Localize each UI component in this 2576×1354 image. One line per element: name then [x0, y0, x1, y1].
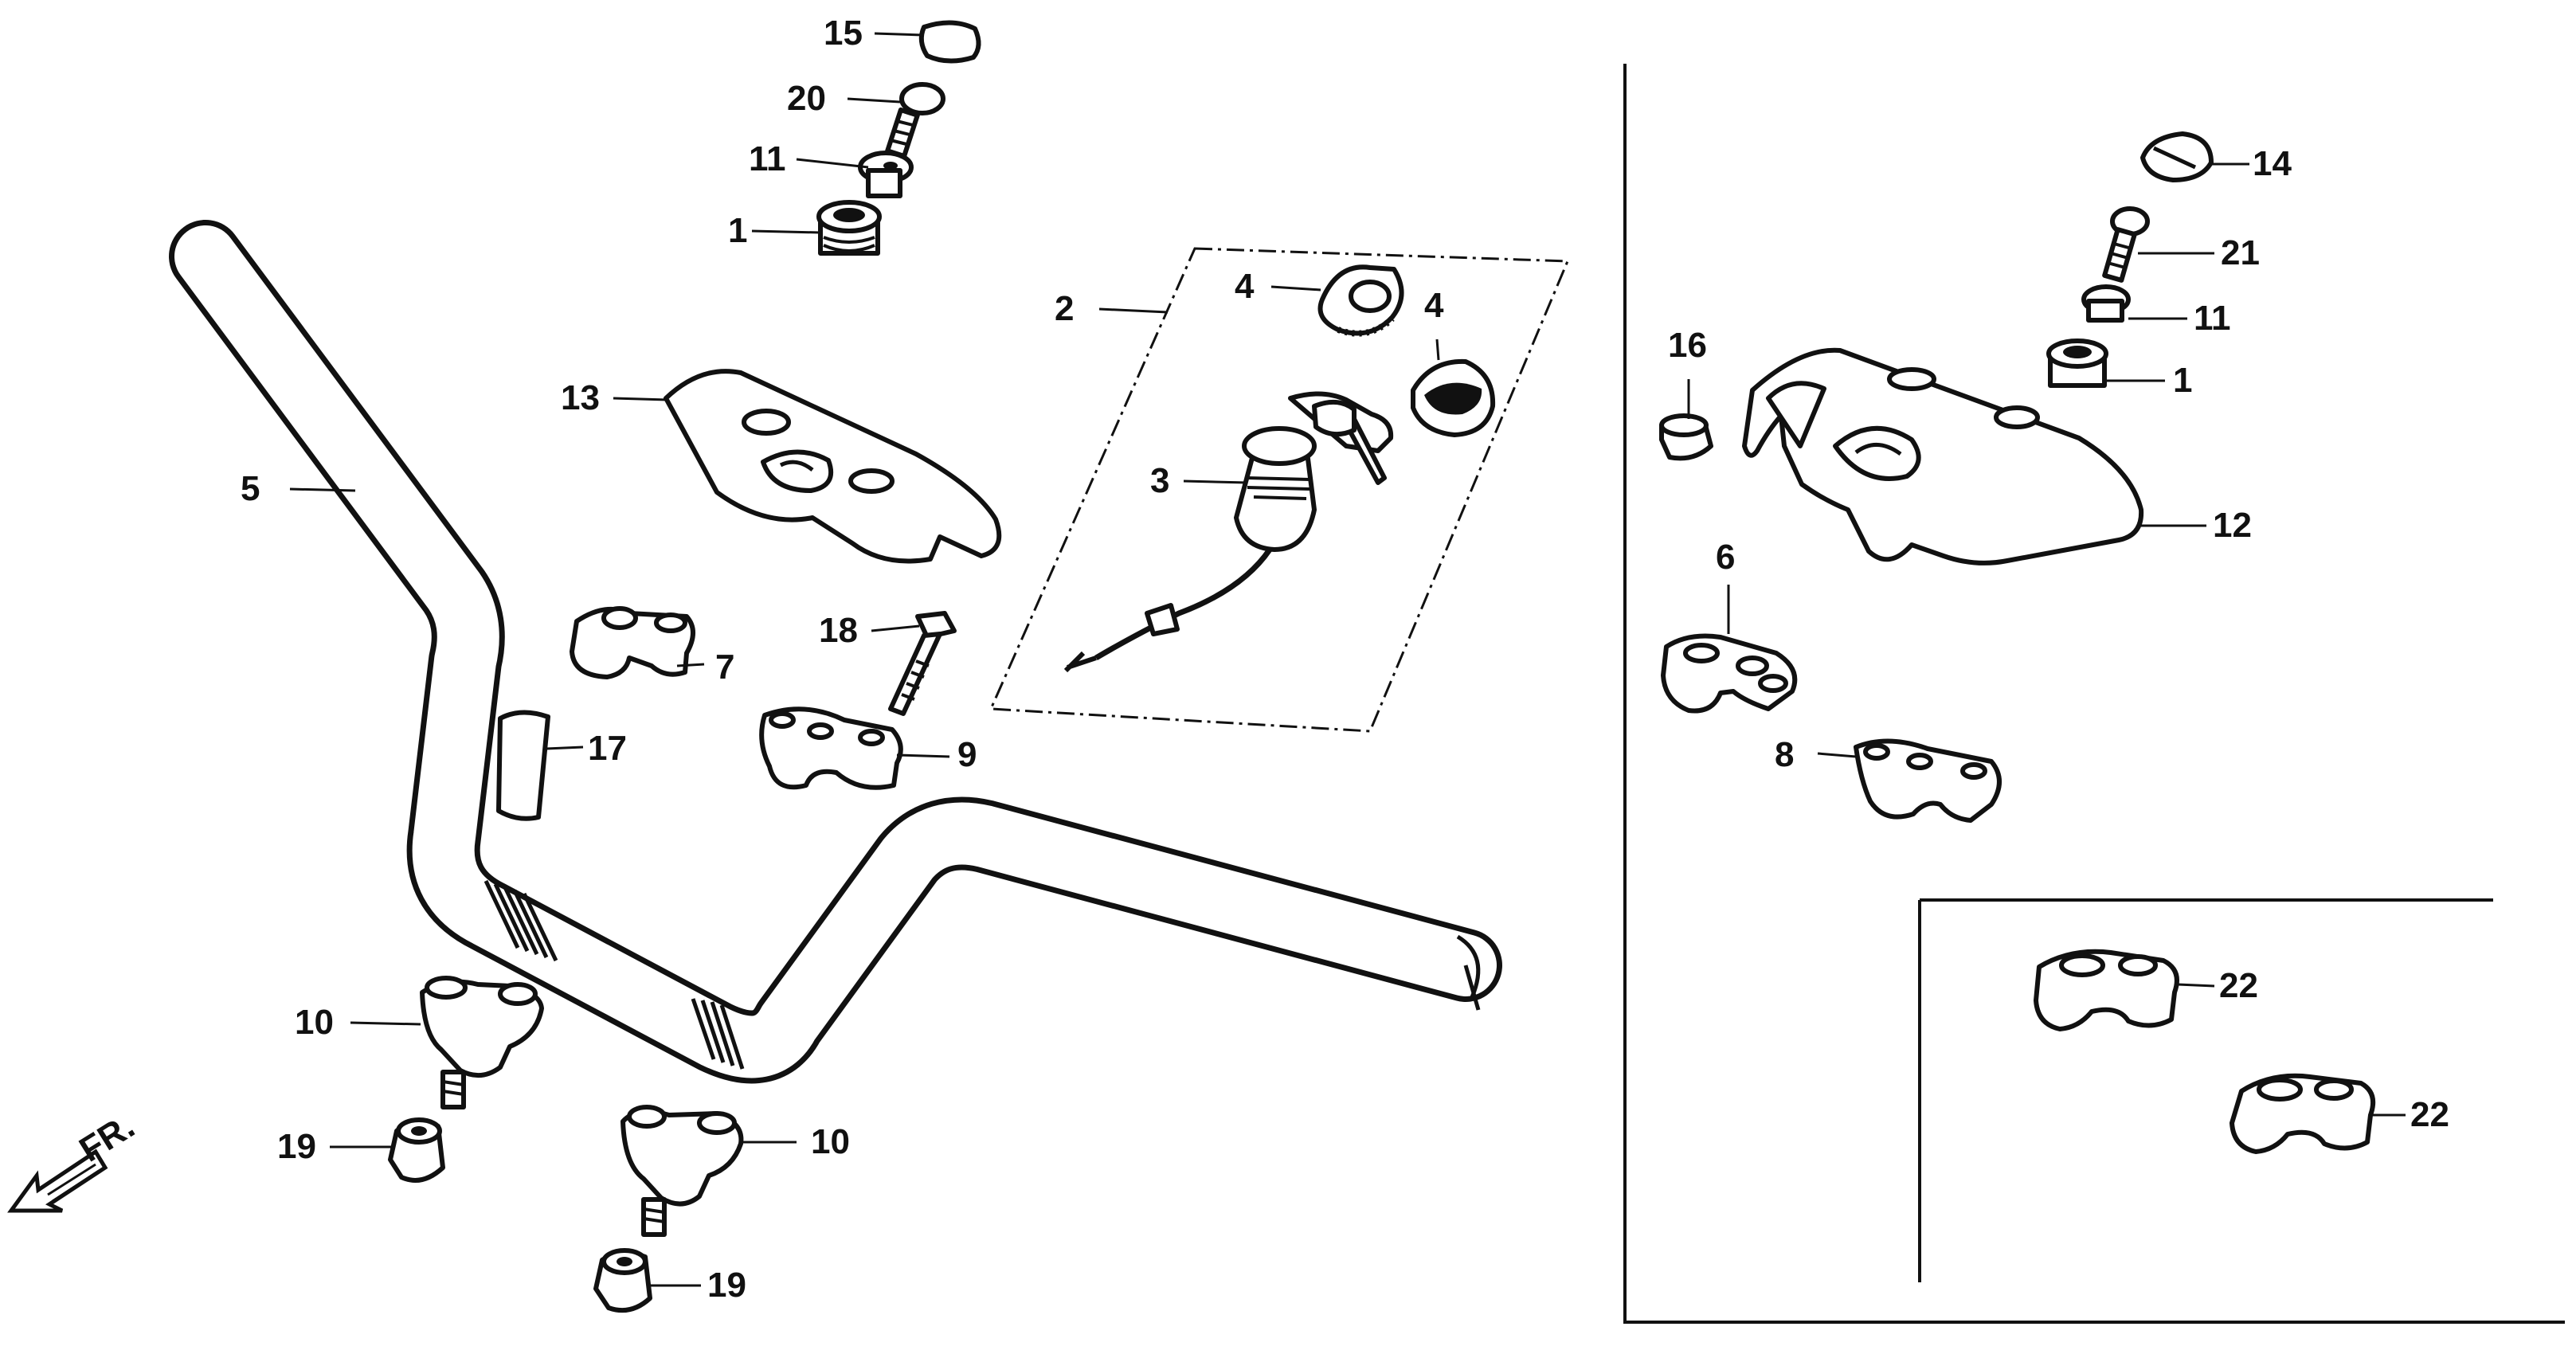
callout-9: 9 [957, 735, 977, 774]
callout-19: 19 [707, 1266, 746, 1305]
upper-holder-7 [570, 606, 695, 679]
callout-22: 22 [2219, 966, 2258, 1005]
cap-14 [2140, 131, 2214, 182]
handlebar [169, 220, 1502, 1084]
callout-2: 2 [1055, 289, 1074, 328]
cap-15 [918, 20, 981, 64]
callout-5: 5 [241, 469, 260, 508]
front-arrow [7, 1149, 108, 1213]
callout-1: 1 [728, 211, 747, 250]
callout-16: 16 [1668, 326, 1707, 365]
callout-6: 6 [1716, 538, 1735, 577]
callout-1: 1 [2173, 361, 2192, 400]
nut-19-right [593, 1248, 652, 1313]
holder-22-upper [2034, 949, 2179, 1031]
lower-holder-9 [759, 706, 903, 790]
grommet-1-right [2046, 338, 2108, 388]
callout-11: 11 [2194, 299, 2231, 338]
grommet-1-left [816, 200, 882, 256]
callout-10: 10 [811, 1122, 850, 1161]
upper-holder-12 [1742, 347, 2144, 565]
callout-17: 17 [588, 729, 627, 768]
plug-16 [1659, 413, 1713, 461]
knurl-left [483, 879, 558, 962]
callout-21: 21 [2221, 233, 2260, 272]
washer-11-right [2081, 284, 2131, 323]
callout-14: 14 [2253, 144, 2292, 183]
grip-tape-17 [496, 710, 550, 821]
bolt-21 [2102, 206, 2150, 283]
callout-13: 13 [561, 378, 600, 417]
nut-19-left [388, 1117, 445, 1183]
ignition-switch-box [989, 247, 1570, 733]
callout-18: 18 [819, 611, 858, 650]
callout-4: 4 [1235, 267, 1255, 306]
callout-20: 20 [787, 79, 826, 118]
upper-holder-13 [664, 369, 1002, 564]
knurl-right [691, 998, 745, 1070]
bolt-18 [888, 611, 957, 716]
ignition-switch-3 [1063, 391, 1394, 673]
lower-holder-10-left [420, 976, 544, 1109]
callout-labels: 15 20 11 1 2 4 4 13 3 5 7 18 17 9 10 10 … [241, 14, 2449, 1305]
key-cap-4b [1411, 358, 1496, 437]
variant-frame [1623, 64, 2565, 1324]
leader-lines [289, 32, 2406, 1287]
callout-4: 4 [1424, 286, 1444, 325]
bolt-20 [885, 82, 945, 159]
variant-subframe [1918, 898, 2493, 1282]
callout-15: 15 [824, 14, 863, 53]
callout-19: 19 [277, 1127, 316, 1166]
callout-8: 8 [1775, 735, 1794, 774]
washer-11-left [858, 151, 914, 198]
upper-holder-6 [1661, 633, 1798, 714]
callout-10: 10 [295, 1003, 334, 1042]
callout-12: 12 [2213, 506, 2252, 545]
key-cap-4a [1317, 264, 1404, 337]
lower-holder-10-right [621, 1105, 744, 1237]
callout-3: 3 [1150, 461, 1169, 500]
callout-11: 11 [749, 139, 786, 178]
lower-holder-8 [1854, 738, 2002, 823]
callout-7: 7 [715, 648, 734, 687]
callout-22: 22 [2410, 1095, 2449, 1134]
holder-22-lower [2230, 1073, 2375, 1154]
